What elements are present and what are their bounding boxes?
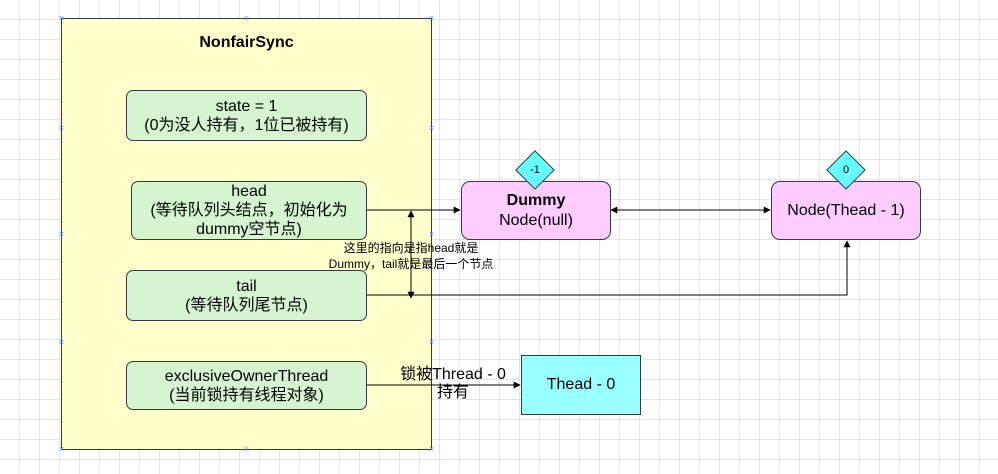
state-field-name: state = 1 [215,97,278,115]
resize-handle-icon[interactable]: × [58,337,65,347]
resize-handle-icon[interactable]: × [243,444,250,454]
owner-field-name: exclusiveOwnerThread [164,367,329,385]
exclusive-owner-thread-field[interactable]: exclusiveOwnerThread (当前锁持有线程对象) [126,361,367,410]
resize-handle-icon[interactable]: × [58,123,65,133]
head-field-desc-1: (等待队列头结点，初始化为 [150,202,348,219]
pointer-note-line-2: Dummy，tail就是最后一个节点 [328,257,494,271]
dummy-node-subtitle: Node(null) [499,211,573,229]
owner-edge-label-line-2: 持有 [436,384,469,401]
dummy-node[interactable]: Dummy Node(null) [461,181,611,240]
owner-field-desc: (当前锁持有线程对象) [169,386,324,404]
thread0-label: Thead - 0 [546,376,616,393]
resize-handle-icon[interactable]: × [428,229,435,239]
head-field[interactable]: head (等待队列头结点，初始化为 dummy空节点) [131,181,367,240]
tail-field-desc: (等待队列尾节点) [185,296,308,314]
owner-edge-label-line-1: 锁被Thread - 0 [400,366,506,383]
dummy-waitstatus-label: -1 [530,164,540,176]
pointer-note-line-1: 这里的指向是指head就是 [343,241,479,255]
resize-handle-icon[interactable]: × [243,13,250,23]
pointer-note: 这里的指向是指head就是 Dummy，tail就是最后一个节点 [296,240,526,272]
resize-handle-icon[interactable]: × [428,444,435,454]
thread1-waitstatus-diamond[interactable]: 0 [826,150,868,192]
resize-handle-icon[interactable]: × [58,444,65,454]
state-field-desc: (0为没人持有，1位已被持有) [144,116,349,134]
edge-tail-to-node[interactable] [367,240,851,296]
thread1-waitstatus-label: 0 [842,164,850,176]
head-field-desc-2: dummy空节点) [196,221,302,238]
thread1-node[interactable]: Node(Thead - 1) [771,181,921,240]
head-field-name: head [231,183,267,200]
dummy-node-title: Dummy [506,191,566,209]
resize-handle-icon[interactable]: × [428,123,435,133]
container-title: NonfairSync [199,34,294,51]
owner-edge-label: 锁被Thread - 0 持有 [388,366,518,402]
thread1-node-label: Node(Thead - 1) [787,201,905,219]
dummy-waitstatus-diamond[interactable]: -1 [515,150,557,192]
thread0-box[interactable]: Thead - 0 [521,355,641,415]
resize-handle-icon[interactable]: × [58,13,65,23]
tail-field[interactable]: tail (等待队列尾节点) [126,270,367,321]
resize-handle-icon[interactable]: × [58,229,65,239]
resize-handle-icon[interactable]: × [428,337,435,347]
state-field[interactable]: state = 1 (0为没人持有，1位已被持有) [126,90,367,141]
tail-field-name: tail [236,277,257,295]
resize-handle-icon[interactable]: × [428,13,435,23]
